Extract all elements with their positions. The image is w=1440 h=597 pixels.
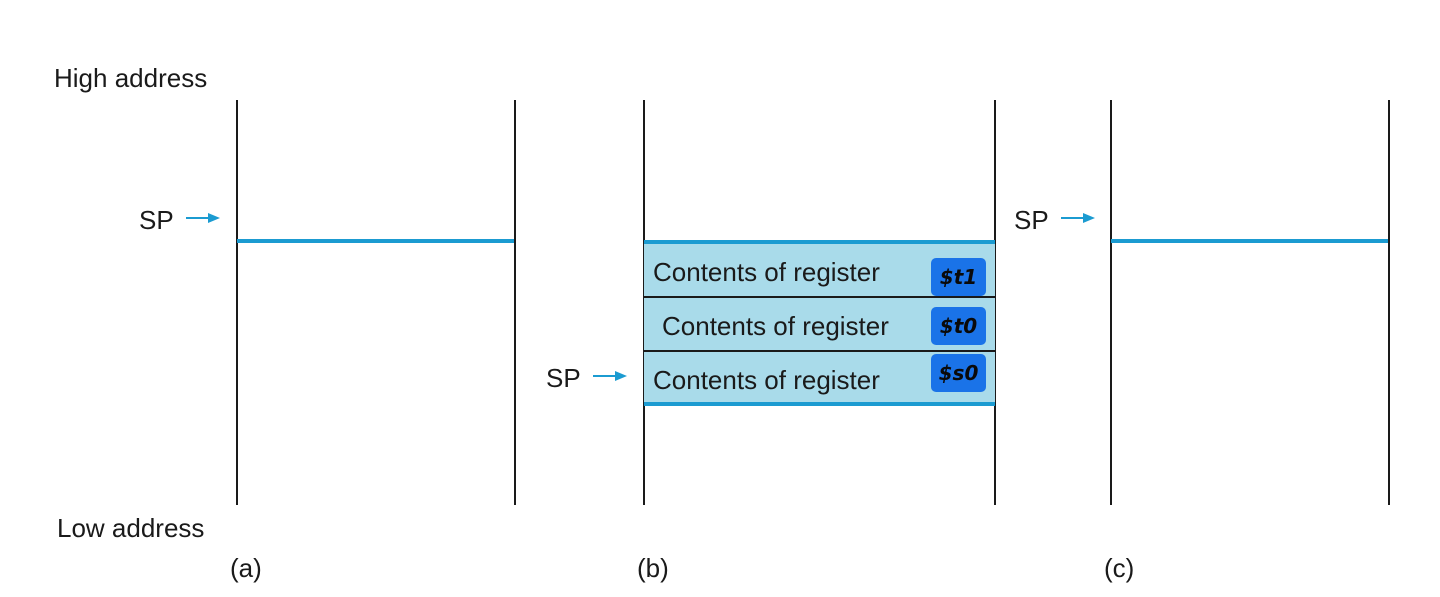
register-badge-t1: $t1 (931, 258, 986, 296)
high-address-label: High address (54, 63, 208, 93)
stack-row-text: Contents of register (662, 310, 889, 341)
stack-row-divider (644, 296, 995, 298)
panel-b-sp-marker: SP (546, 363, 627, 393)
panel-c-stack-top-line (1111, 239, 1388, 243)
panel-b-stack-frame: Contents of register $t1 Contents of reg… (644, 240, 995, 406)
stack-row-s0: Contents of register $s0 (644, 354, 995, 406)
stack-row-t0: Contents of register $t0 (644, 300, 995, 352)
arrow-right-icon (185, 211, 220, 229)
arrow-right-icon (1060, 211, 1095, 229)
panel-a-caption: (a) (230, 553, 262, 583)
panel-c-left-boundary (1110, 100, 1112, 505)
panel-c-right-boundary (1388, 100, 1390, 505)
panel-a-stack-top-line (237, 239, 514, 243)
stack-row-text: Contents of register (653, 256, 880, 287)
stack-row-text: Contents of register (653, 364, 880, 395)
register-badge-t0: $t0 (931, 307, 986, 345)
panel-a-right-boundary (514, 100, 516, 505)
stack-row-divider (644, 350, 995, 352)
panel-b-caption: (b) (637, 553, 669, 583)
panel-b-right-boundary (994, 100, 996, 505)
stack-row-t1: Contents of register $t1 (644, 246, 995, 298)
sp-label: SP (546, 362, 581, 393)
sp-label: SP (139, 204, 174, 235)
sp-label: SP (1014, 204, 1049, 235)
panel-c-sp-marker: SP (1014, 205, 1095, 235)
panel-c-caption: (c) (1104, 553, 1135, 583)
register-badge-s0: $s0 (931, 354, 986, 392)
arrow-right-icon (592, 369, 627, 387)
low-address-label: Low address (57, 513, 205, 543)
panel-a-left-boundary (236, 100, 238, 505)
panel-a-sp-marker: SP (139, 205, 220, 235)
